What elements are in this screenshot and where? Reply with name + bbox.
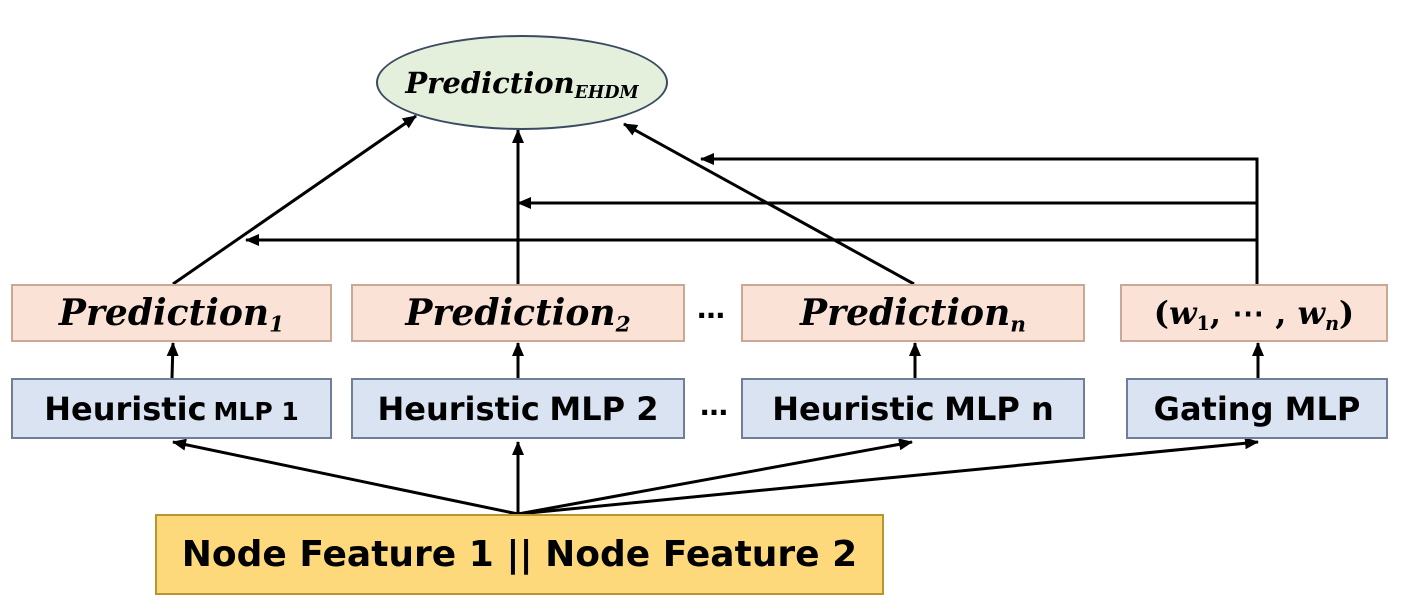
heuristic-mlp-2-head: Heuristic [377,389,540,428]
weights-middle: , ⋯ , [1209,294,1298,332]
output-prediction-ellipse: PredictionEHDM [376,35,668,130]
arrow-prediction-1-to-output [172,114,417,286]
weights-open-paren: ( [1153,294,1169,332]
prediction-2-box: Prediction2 [351,284,685,342]
weights-close-paren: ) [1339,294,1355,332]
prediction-2-subscript: 2 [615,312,631,338]
output-prediction-base: Prediction [405,65,575,100]
prediction-n-box: Predictionn [741,284,1085,342]
weight-line-to-prediction-n-path [700,153,1259,284]
prediction-1-subscript: 1 [269,312,285,338]
heuristic-mlp-2-tail: MLP 2 [549,389,659,428]
weight-1-subscript: 1 [1196,311,1210,335]
prediction-n-label: Predictionn [800,292,1026,338]
weight-n-subscript: n [1325,311,1340,335]
prediction-n-base: Prediction [800,292,1011,334]
heuristic-mlp-1-head: Heuristic [44,389,207,428]
weight-n-base: w [1297,294,1326,332]
gating-mlp-box: Gating MLP [1126,378,1388,439]
prediction-1-label: Prediction1 [58,292,285,338]
weight-1-base: w [1168,294,1197,332]
gating-weights-box: (w1, ⋯ , wn) [1120,284,1388,342]
arrow-input-to-gating [517,437,1259,516]
prediction-1-box: Prediction1 [11,284,332,342]
gating-weights-label: (w1, ⋯ , wn) [1153,294,1355,335]
prediction-2-label: Prediction2 [405,292,631,338]
arrow-input-to-mlp-n [517,438,913,516]
arrow-input-to-mlp-1 [172,438,519,516]
prediction-2-base: Prediction [405,292,616,334]
heuristic-mlp-n-head: Heuristic [772,389,935,428]
node-feature-input-box: Node Feature 1 || Node Feature 2 [155,514,884,595]
prediction-1-base: Prediction [58,292,270,334]
prediction-n-subscript: n [1010,312,1026,338]
output-prediction-label: PredictionEHDM [405,65,639,103]
prediction-row-ellipsis: … [697,292,725,325]
mlp-row-ellipsis: … [700,389,728,422]
gating-mlp-label: Gating MLP [1153,389,1361,428]
heuristic-mlp-1-tail: MLP 1 [213,396,299,426]
node-feature-input-label: Node Feature 1 || Node Feature 2 [181,534,858,575]
output-prediction-subscript: EHDM [574,82,639,103]
heuristic-mlp-n-tail: MLP n [944,389,1054,428]
arrow-mlp-1-to-prediction-1 [166,342,179,379]
